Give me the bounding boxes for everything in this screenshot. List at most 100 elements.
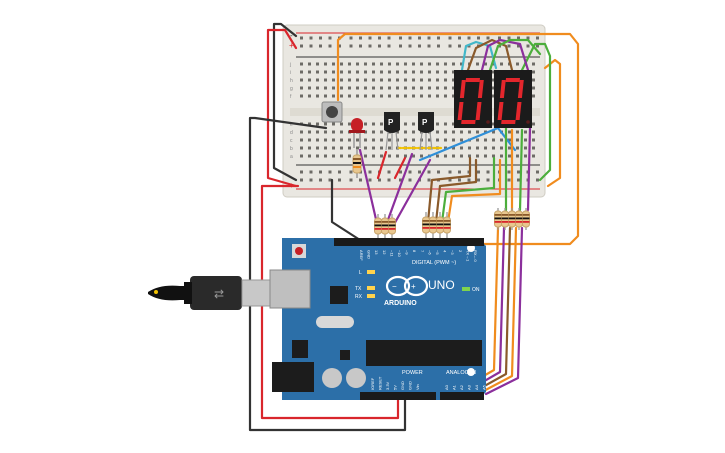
top-pin-label: GND	[367, 250, 372, 259]
wire-black-top[interactable]	[272, 22, 298, 182]
top-pin-label: ~9	[405, 250, 410, 255]
top-pin-label: ~10	[397, 250, 402, 258]
resistor[interactable]	[501, 208, 509, 230]
top-pin-label: 12	[382, 250, 387, 255]
display-1-digit: 0	[0, 0, 1, 1]
wire-brown-top[interactable]	[466, 38, 514, 72]
wire-purple-led[interactable]	[358, 148, 380, 230]
breadboard-row-letter: a	[290, 154, 293, 160]
resistor[interactable]	[429, 212, 437, 238]
breadboard-row-letter: f	[290, 94, 292, 100]
resistor[interactable]	[422, 212, 430, 238]
breadboard-row-letter: j	[289, 62, 291, 68]
top-pin-label: 4	[443, 250, 448, 253]
top-pin-label: 8	[412, 250, 417, 253]
resistor[interactable]	[522, 208, 530, 230]
breadboard-row-letter: b	[290, 146, 293, 152]
wire-orange-a2[interactable]	[476, 226, 518, 396]
resistor[interactable]	[494, 208, 502, 230]
power-pin-label: Vin	[415, 384, 420, 390]
resistor-bank-digital[interactable]	[422, 212, 451, 238]
l-label: L	[359, 270, 362, 276]
resistor[interactable]	[508, 208, 516, 230]
resistor[interactable]	[515, 208, 523, 230]
resistor-bank-left[interactable]	[374, 214, 396, 238]
wire-purple-a2[interactable]	[484, 226, 524, 396]
rx-label: RX	[355, 294, 363, 300]
push-button[interactable]	[321, 101, 343, 123]
wire-purple-seg[interactable]	[526, 126, 532, 212]
top-pin-label: ~11	[389, 250, 394, 257]
wire-purple-top[interactable]	[480, 38, 530, 72]
top-pin-label: TX→1	[465, 250, 470, 262]
wire-cyan-top[interactable]	[460, 40, 498, 72]
on-label: ON	[472, 287, 480, 293]
transistor-2-label: P	[422, 118, 428, 127]
led-red[interactable]	[349, 118, 365, 148]
board-brand: ARDUINO	[384, 300, 417, 307]
top-pin-label: 7	[420, 250, 425, 253]
power-header-label: POWER	[402, 370, 423, 376]
analog-pin-label: A2	[459, 384, 464, 390]
rail-minus-top: -	[290, 31, 293, 40]
wire-red-5v[interactable]	[260, 184, 400, 420]
wire-green-top-2[interactable]	[488, 38, 542, 72]
power-pin-label: 5V	[393, 385, 398, 390]
usb-cable[interactable]: ⇄	[148, 276, 279, 310]
rail-plus-top: +	[289, 41, 294, 50]
analog-pin-label: A4	[474, 384, 479, 390]
top-pin-label: RX←0	[473, 250, 478, 263]
wire-red-top[interactable]	[266, 28, 298, 188]
tx-label: TX	[355, 286, 362, 292]
analog-header-label: ANALOG IN	[446, 370, 476, 376]
wire-black-gnd[interactable]	[248, 116, 407, 432]
seven-segment-display-2[interactable]: 0	[0, 0, 532, 128]
seven-segment-display-1[interactable]: 0	[0, 0, 492, 128]
wire-brown-d[interactable]	[426, 156, 472, 224]
breadboard-row-letter: i	[290, 70, 291, 76]
analog-pin-label: A5	[482, 384, 487, 390]
top-pin-label: ~5	[435, 250, 440, 255]
top-pin-label: 13	[374, 250, 379, 255]
wire-red-t1[interactable]	[376, 150, 388, 180]
wire-green-top[interactable]	[520, 42, 552, 182]
wire-orange-d[interactable]	[446, 158, 502, 224]
power-pin-label: 3.3V	[385, 381, 390, 390]
top-pin-label: ~6	[427, 250, 432, 255]
resistor-led[interactable]	[352, 150, 362, 178]
breadboard-row-letter: g	[290, 86, 293, 92]
wire-black-gnd-top[interactable]	[330, 178, 362, 242]
wire-red-t2[interactable]	[393, 156, 407, 180]
resistor[interactable]	[443, 212, 451, 238]
analog-pin-label: A1	[452, 384, 457, 390]
wire-brown-d2[interactable]	[434, 158, 478, 224]
usb-icon: ⇄	[214, 287, 224, 301]
display-2-digit: 0	[0, 0, 1, 1]
transistor-1[interactable]: P	[384, 112, 400, 151]
wire-purple-t2[interactable]	[390, 158, 432, 230]
resistor[interactable]	[388, 214, 396, 238]
power-pin-label: IOREF	[370, 377, 375, 390]
arduino-logo-icon: − +	[385, 275, 429, 297]
power-pin-label: RESET	[378, 376, 383, 390]
wire-orange-right[interactable]	[543, 58, 562, 188]
wire-purple-t1[interactable]	[383, 152, 414, 230]
resistor-bank-right[interactable]	[494, 208, 530, 230]
digital-header-label: DIGITAL (PWM ~)	[412, 260, 456, 266]
breadboard-row-letter: c	[290, 138, 293, 144]
resistor[interactable]	[381, 214, 389, 238]
resistor[interactable]	[374, 214, 382, 238]
arduino-uno-board[interactable]: − + UNO ARDUINO DIGITAL (PWM ~) POWER AN…	[269, 238, 487, 400]
analog-pin-label: A3	[467, 384, 472, 390]
wire-orange-top[interactable]	[336, 32, 580, 246]
transistor-2[interactable]: P	[418, 112, 434, 151]
power-pin-label: GND	[400, 381, 405, 390]
breadboard-row-letter: e	[290, 122, 293, 128]
wire-green-seg2[interactable]	[518, 128, 524, 212]
wire-green-d[interactable]	[440, 156, 496, 224]
